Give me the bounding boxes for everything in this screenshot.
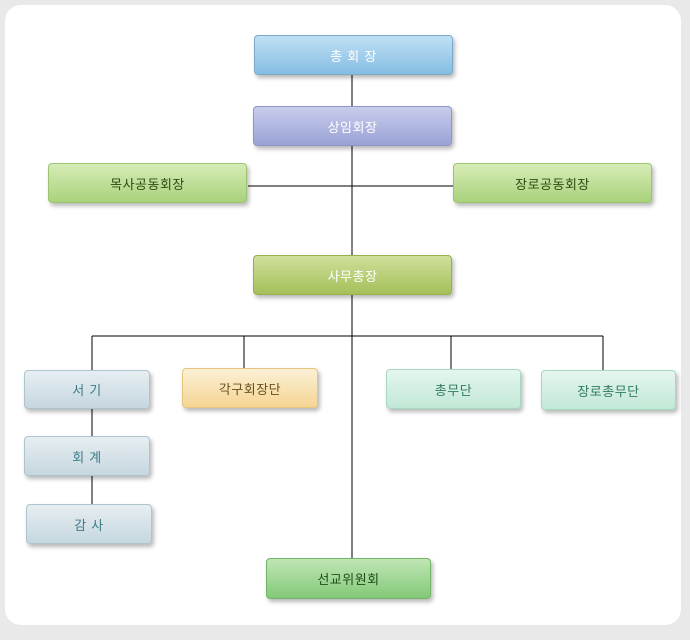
treasurer-label: 회 계	[72, 450, 102, 466]
president-box[interactable]: 총 회 장	[254, 35, 453, 75]
standing-vice-president-label: 상임회장	[327, 120, 378, 136]
president-label: 총 회 장	[330, 49, 377, 65]
general-affairs-label: 총무단	[434, 383, 473, 399]
auditor-label: 감 사	[74, 518, 104, 534]
elder-general-affairs-label: 장로총무단	[577, 384, 640, 400]
pastor-co-president-label: 목사공동회장	[110, 177, 185, 193]
elder-co-president-label: 장로공동회장	[515, 177, 590, 193]
secretary-general-label: 사무총장	[327, 269, 378, 285]
treasurer-box[interactable]: 회 계	[24, 436, 150, 476]
secretary-box[interactable]: 서 기	[24, 370, 150, 409]
mission-committee-box[interactable]: 선교위원회	[266, 558, 431, 599]
auditor-box[interactable]: 감 사	[26, 504, 152, 544]
secretary-general-box[interactable]: 사무총장	[253, 255, 452, 295]
regional-chairs-box[interactable]: 각구회장단	[182, 368, 318, 408]
pastor-co-president-box[interactable]: 목사공동회장	[48, 163, 247, 203]
elder-co-president-box[interactable]: 장로공동회장	[453, 163, 652, 203]
secretary-label: 서 기	[72, 384, 102, 399]
regional-chairs-label: 각구회장단	[218, 382, 282, 398]
general-affairs-box[interactable]: 총무단	[386, 369, 521, 409]
elder-general-affairs-box[interactable]: 장로총무단	[541, 370, 676, 410]
standing-vice-president-box[interactable]: 상임회장	[253, 106, 452, 146]
mission-committee-label: 선교위원회	[317, 573, 380, 588]
